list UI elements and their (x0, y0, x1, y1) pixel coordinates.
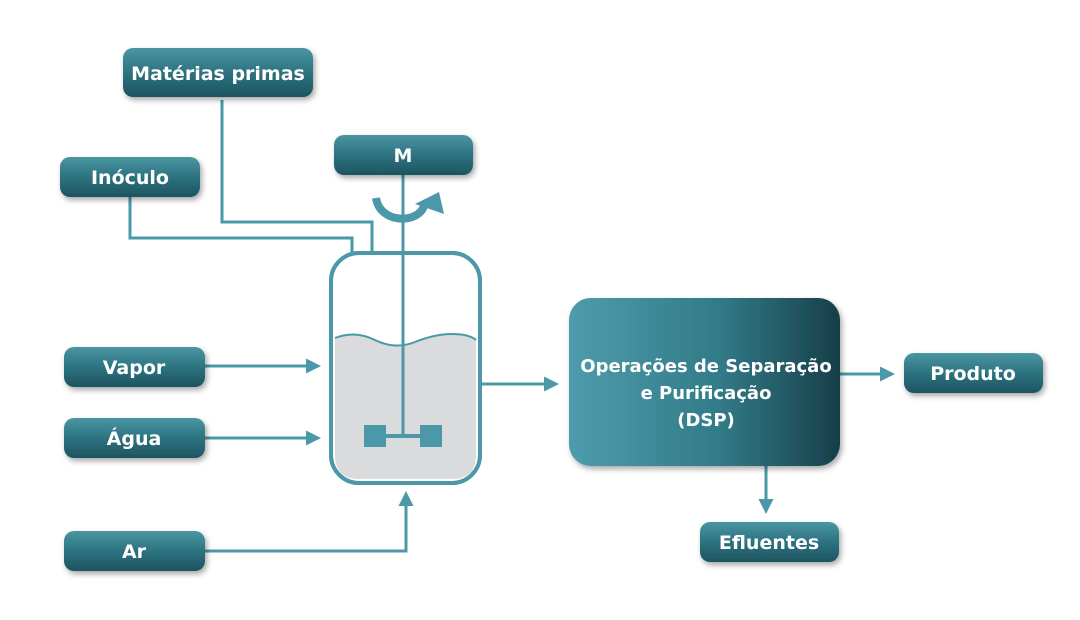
motor-label: M (394, 145, 413, 167)
agitator (364, 172, 444, 447)
dsp-box: Operações de Separação e Purificação (DS… (569, 298, 840, 466)
rotation-arrow-icon (372, 196, 428, 223)
vapor-label: Vapor (103, 357, 166, 379)
connector-inoculo (128, 197, 360, 271)
node-inoculo: Inóculo (60, 157, 200, 197)
produto-label: Produto (930, 363, 1016, 385)
node-ar: Ar (64, 531, 205, 571)
liquid-surface (334, 332, 477, 347)
impeller-blade-left (364, 425, 386, 447)
dsp-label-line2: e Purificação (641, 383, 772, 404)
vessel-liquid (335, 334, 476, 479)
connector-materias-primas (220, 100, 380, 271)
rotation-arrowhead (415, 192, 444, 214)
impeller-blade-right (420, 425, 442, 447)
node-motor: M (334, 135, 473, 175)
node-produto: Produto (904, 353, 1043, 393)
ar-label: Ar (122, 541, 147, 563)
node-efluentes: Efluentes (700, 522, 839, 562)
efluentes-label: Efluentes (719, 532, 819, 554)
materias-primas-label: Matérias primas (131, 63, 305, 85)
dsp-label-line3: (DSP) (677, 410, 735, 431)
node-vapor: Vapor (64, 347, 205, 387)
agua-label: Água (107, 427, 162, 450)
node-materias-primas: Matérias primas (123, 48, 313, 97)
node-agua: Água (64, 418, 205, 458)
inoculo-label: Inóculo (91, 167, 169, 189)
connector-ar (205, 491, 414, 553)
fermenter-vessel (329, 251, 482, 485)
dsp-label-line1: Operações de Separação (580, 356, 831, 377)
